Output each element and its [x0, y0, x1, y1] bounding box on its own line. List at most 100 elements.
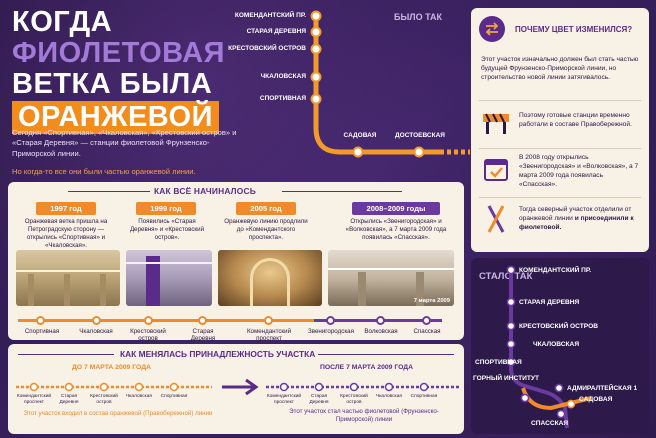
old-map-station: ДОСТОЕВСКАЯ	[395, 132, 445, 139]
old-map-dot	[310, 43, 322, 55]
old-map-station: ЧКАЛОВСКАЯ	[260, 73, 306, 80]
after-dot	[279, 382, 289, 392]
before-dot	[134, 382, 144, 392]
photo-date: 7 марта 2009	[413, 298, 450, 304]
after-station: Старая Деревня	[309, 394, 329, 405]
new-map-dot	[506, 265, 516, 275]
era-year: 1997 год	[36, 202, 96, 215]
new-map-dot	[566, 399, 576, 409]
new-map-station: КРЕСТОВСКИЙ ОСТРОВ	[519, 323, 598, 330]
after-dot	[419, 382, 429, 392]
ownership-lines	[16, 378, 460, 396]
after-station: Крестовский остров	[340, 394, 368, 405]
timeline-station: Старая Деревня	[190, 328, 216, 343]
ownership-heading: КАК МЕНЯЛАСЬ ПРИНАДЛЕЖНОСТЬ УЧАСТКА	[120, 349, 316, 359]
old-map-dot	[310, 26, 322, 38]
intro-text: Сегодня «Спортивная», «Чкаловская», «Кре…	[12, 128, 237, 158]
station-photo	[126, 250, 212, 306]
timeline-station: Комендантский проспект	[246, 328, 292, 343]
title-line-1: КОГДА	[12, 6, 113, 38]
timeline-station: Звенигородская	[308, 328, 354, 335]
after-note: Этот участок стал частью фиолетовой (Фру…	[289, 408, 439, 423]
timeline-dot	[36, 316, 45, 325]
new-map-dot	[554, 383, 564, 393]
new-map-dot	[506, 339, 516, 349]
timeline-dot	[198, 316, 207, 325]
before-station: Спортивная	[160, 394, 188, 399]
barrier-icon	[483, 113, 509, 134]
after-dot	[314, 382, 324, 392]
era-year: 2005 год	[236, 202, 296, 215]
new-map-station: САДОВАЯ	[579, 396, 613, 403]
after-station: Спортивная	[410, 394, 438, 399]
new-map-panel: СТАЛО ТАК КОМЕНДАНТСКИЙ ПР. СТАРАЯ ДЕРЕВ…	[471, 258, 649, 434]
timeline-station: Крестовский остров	[130, 328, 166, 343]
era-text: Появились «Старая Деревня» и «Крестовски…	[129, 218, 205, 242]
why-paragraph-4a: Тогда северный участок отделили от оранж…	[519, 206, 632, 222]
new-map	[506, 265, 592, 429]
timeline-dot	[92, 316, 101, 325]
why-heading: ПОЧЕМУ ЦВЕТ ИЗМЕНИЛСЯ?	[515, 25, 633, 34]
era-text: Открылись «Звенигородская» и «Волковская…	[345, 218, 447, 242]
station-photo: 7 марта 2009	[328, 250, 454, 306]
new-map-dot	[556, 409, 566, 419]
timeline-dot	[144, 316, 153, 325]
after-station: Комендантский проспект	[266, 394, 302, 405]
before-dot	[169, 382, 179, 392]
why-paragraph-3: В 2008 году открылись «Звенигородская» и…	[519, 154, 639, 188]
before-dot	[99, 382, 109, 392]
divider	[479, 197, 641, 198]
divider	[282, 191, 402, 192]
why-panel: ПОЧЕМУ ЦВЕТ ИЗМЕНИЛСЯ? Этот участок изна…	[471, 8, 649, 252]
old-map-heading: БЫЛО ТАК	[394, 12, 443, 22]
before-note: Этот участок входил в состав оранжевой (…	[23, 410, 213, 417]
old-map-line-top	[313, 16, 440, 155]
divider	[68, 191, 150, 192]
new-map-dot	[506, 357, 516, 367]
old-map-dot	[310, 93, 322, 105]
before-dot	[64, 382, 74, 392]
before-station: Чкаловская	[126, 394, 152, 399]
divider	[318, 354, 454, 355]
intro-note: Но когда-то все они были частью оранжево…	[12, 167, 196, 176]
ownership-panel: КАК МЕНЯЛАСЬ ПРИНАДЛЕЖНОСТЬ УЧАСТКА ДО 7…	[8, 344, 464, 434]
new-map-dot	[520, 393, 530, 403]
why-paragraph-2: Поэтому готовые станции временно работал…	[519, 112, 632, 128]
before-station: Старая Деревня	[59, 394, 79, 405]
new-map-station: ГОРНЫЙ ИНСТИТУТ	[473, 375, 539, 382]
new-map-dot	[506, 297, 516, 307]
old-map-station: СТАРАЯ ДЕРЕВНЯ	[246, 28, 306, 35]
era-text: Оранжевая ветка пришла на Петроградскую …	[24, 218, 108, 250]
page-title: КОГДА ФИОЛЕТОВАЯ ВЕТКА БЫЛА ОРАНЖЕВОЙ	[12, 8, 225, 136]
new-map-station: СПОРТИВНАЯ	[475, 359, 522, 366]
new-map-station: СПАССКАЯ	[531, 420, 569, 427]
divider	[18, 354, 114, 355]
after-dot	[384, 382, 394, 392]
old-map-station: КОМЕНДАНТСКИЙ ПР.	[234, 12, 306, 19]
swap-arrows-icon	[479, 16, 505, 42]
after-label: ПОСЛЕ 7 МАРТА 2009 ГОДА	[320, 364, 414, 371]
old-map-dot	[310, 10, 322, 22]
why-paragraph-1: Этот участок изначально должен был стать…	[481, 56, 639, 81]
old-map-station: СПОРТИВНАЯ	[259, 95, 306, 102]
era-text: Оранжевую линию продлили до «Комендантск…	[224, 218, 308, 242]
timeline-station: Спасская	[413, 328, 441, 335]
era-year: 2008–2009 годы	[352, 202, 440, 215]
timeline-dot	[264, 316, 273, 325]
new-map-purple-line	[509, 268, 569, 429]
timeline-dot	[422, 316, 431, 325]
old-map-dot	[413, 146, 425, 158]
new-map-station: АДМИРАЛТЕЙСКАЯ 1	[567, 385, 638, 392]
calendar-check-icon	[484, 159, 508, 181]
timeline-heading: КАК ВСЁ НАЧИНАЛОСЬ	[154, 186, 256, 196]
new-map-dot	[506, 321, 516, 331]
timeline-station: Спортивная	[24, 328, 60, 335]
title-line-2: ФИОЛЕТОВАЯ	[12, 37, 225, 69]
before-station: Крестовский остров	[90, 394, 118, 405]
after-dot	[349, 382, 359, 392]
timeline-dot	[326, 316, 335, 325]
before-dot	[29, 382, 39, 392]
old-map-dot	[310, 71, 322, 83]
change-arrow	[222, 378, 259, 396]
timeline-station: Волковская	[364, 328, 398, 335]
